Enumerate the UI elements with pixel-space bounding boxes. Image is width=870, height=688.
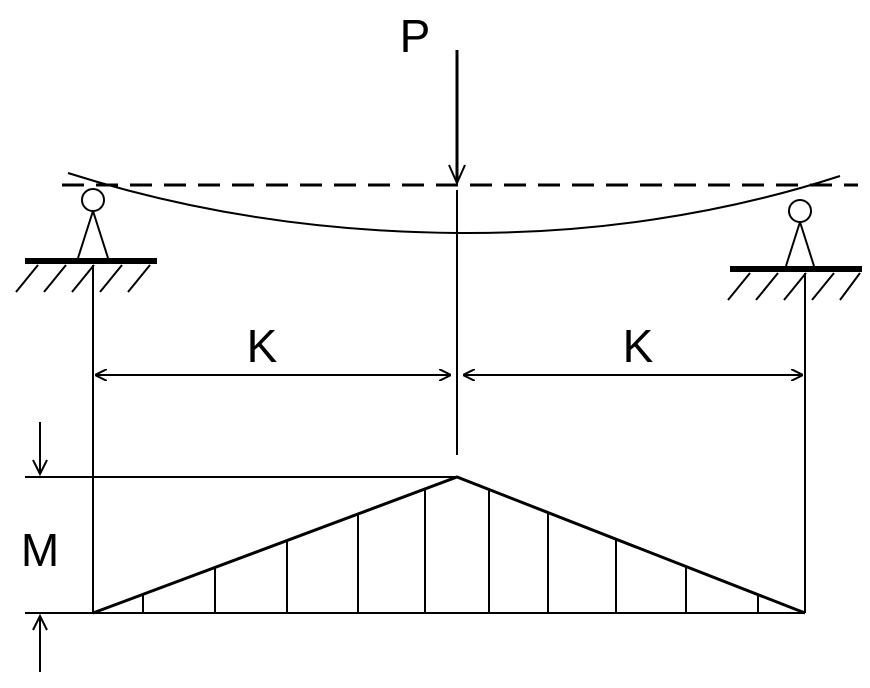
right-span-label: K [623, 320, 654, 372]
moment-label: M [21, 524, 59, 576]
moment-dimension [32, 422, 48, 672]
moment-diagram [25, 475, 806, 615]
left-span-label: K [247, 320, 278, 372]
left-support [15, 188, 157, 293]
moment-hatching [142, 489, 759, 613]
load-label: P [400, 10, 431, 62]
right-support [727, 199, 862, 301]
load-arrow [448, 50, 466, 186]
deflected-beam-curve [67, 172, 841, 235]
